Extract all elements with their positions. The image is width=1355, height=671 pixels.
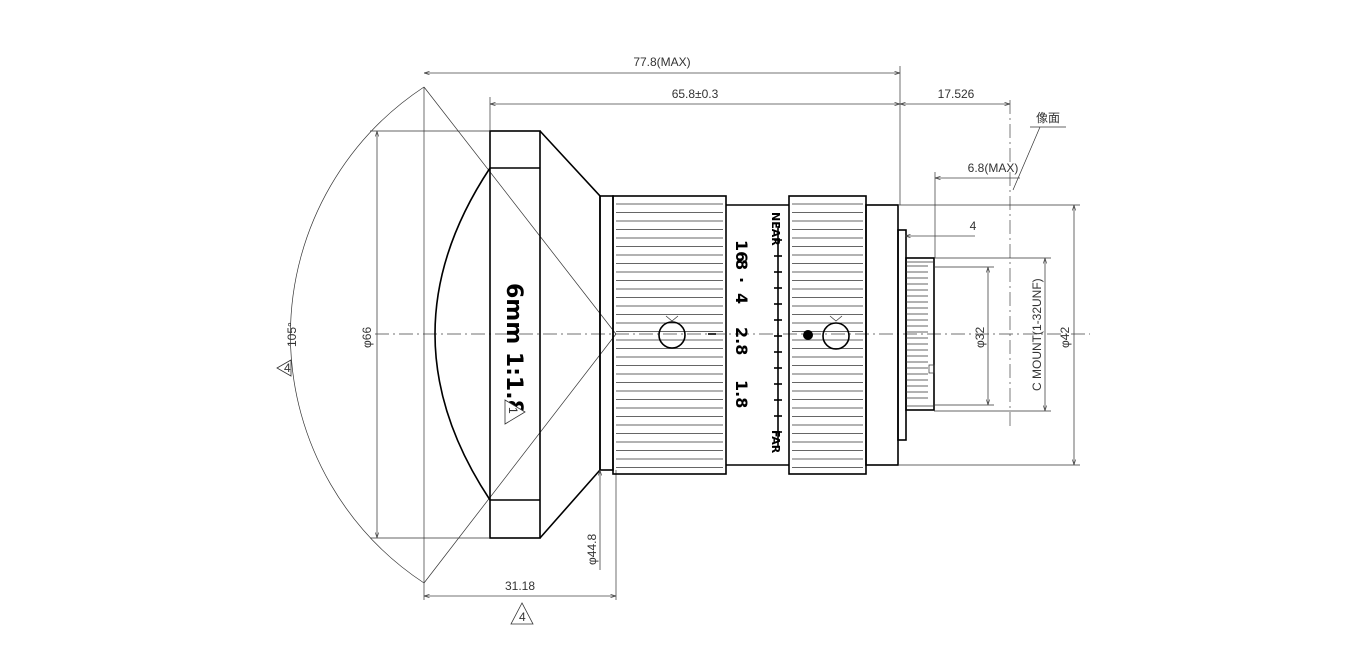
aperture-mark-2-8: 2.8 bbox=[732, 327, 751, 355]
dim-mount-thread: C MOUNT(1-32UNF) bbox=[934, 257, 1051, 412]
field-angle-geometry bbox=[290, 86, 617, 600]
aperture-mark-8: 8 bbox=[732, 259, 751, 270]
svg-text:φ32: φ32 bbox=[973, 327, 987, 348]
svg-text:φ66: φ66 bbox=[360, 327, 374, 348]
svg-text:4: 4 bbox=[519, 610, 526, 624]
svg-text:17.526: 17.526 bbox=[938, 87, 975, 101]
focus-scale: NEAR FAR bbox=[769, 212, 782, 454]
focus-lock-screw bbox=[803, 315, 850, 350]
dim-rear-diameter: φ42 bbox=[898, 204, 1080, 466]
focus-near-label: NEAR bbox=[769, 212, 782, 246]
focus-far-label: FAR bbox=[769, 430, 782, 454]
dim-field-angle: 105° 4 bbox=[276, 322, 299, 377]
focus-ring bbox=[788, 195, 867, 475]
svg-text:31.18: 31.18 bbox=[505, 579, 535, 593]
dim-mount-inner-diameter: φ32 bbox=[934, 266, 994, 406]
aperture-mark-4: 4 bbox=[732, 293, 751, 304]
dim-body-length: 65.8±0.3 bbox=[489, 87, 900, 131]
svg-text:像面: 像面 bbox=[1036, 111, 1060, 125]
dim-thread-length: 4 bbox=[905, 219, 977, 236]
dim-flange-distance: 17.526 bbox=[900, 87, 1011, 430]
svg-text:4: 4 bbox=[970, 219, 977, 233]
svg-text:φ42: φ42 bbox=[1058, 327, 1072, 348]
svg-text:1: 1 bbox=[506, 407, 520, 414]
svg-text:4: 4 bbox=[284, 361, 291, 375]
aperture-mark-16: 16 bbox=[732, 240, 751, 262]
dim-front-diameter: φ66 bbox=[360, 130, 490, 539]
svg-text:77.8(MAX): 77.8(MAX) bbox=[633, 55, 690, 69]
svg-text:65.8±0.3: 65.8±0.3 bbox=[672, 87, 719, 101]
aperture-mark-1-8: 1.8 bbox=[732, 380, 751, 408]
svg-text:6.8(MAX): 6.8(MAX) bbox=[968, 161, 1019, 175]
dim-barrel-diameter: φ44.8 bbox=[585, 470, 600, 570]
aperture-scale: 16 8 · 4 2.8 1.8 bbox=[708, 240, 751, 408]
dim-rear-protrusion: 6.8(MAX) bbox=[934, 161, 1020, 258]
aperture-lock-screw bbox=[658, 315, 686, 349]
dim-front-length: 31.18 4 bbox=[424, 579, 616, 625]
barrel-body bbox=[726, 204, 935, 466]
note-marker-1: 1 bbox=[504, 399, 526, 425]
aperture-ring bbox=[612, 195, 727, 475]
svg-text:φ44.8: φ44.8 bbox=[585, 534, 599, 565]
aperture-dot-1: · bbox=[732, 277, 751, 283]
svg-text:C MOUNT(1-32UNF): C MOUNT(1-32UNF) bbox=[1030, 278, 1044, 391]
dim-overall-length: 77.8(MAX) bbox=[424, 55, 901, 205]
lens-model-marking: 6mm 1:1.8 bbox=[501, 283, 526, 415]
svg-text:105°: 105° bbox=[285, 322, 299, 347]
image-plane-callout: 像面 bbox=[1012, 111, 1066, 191]
